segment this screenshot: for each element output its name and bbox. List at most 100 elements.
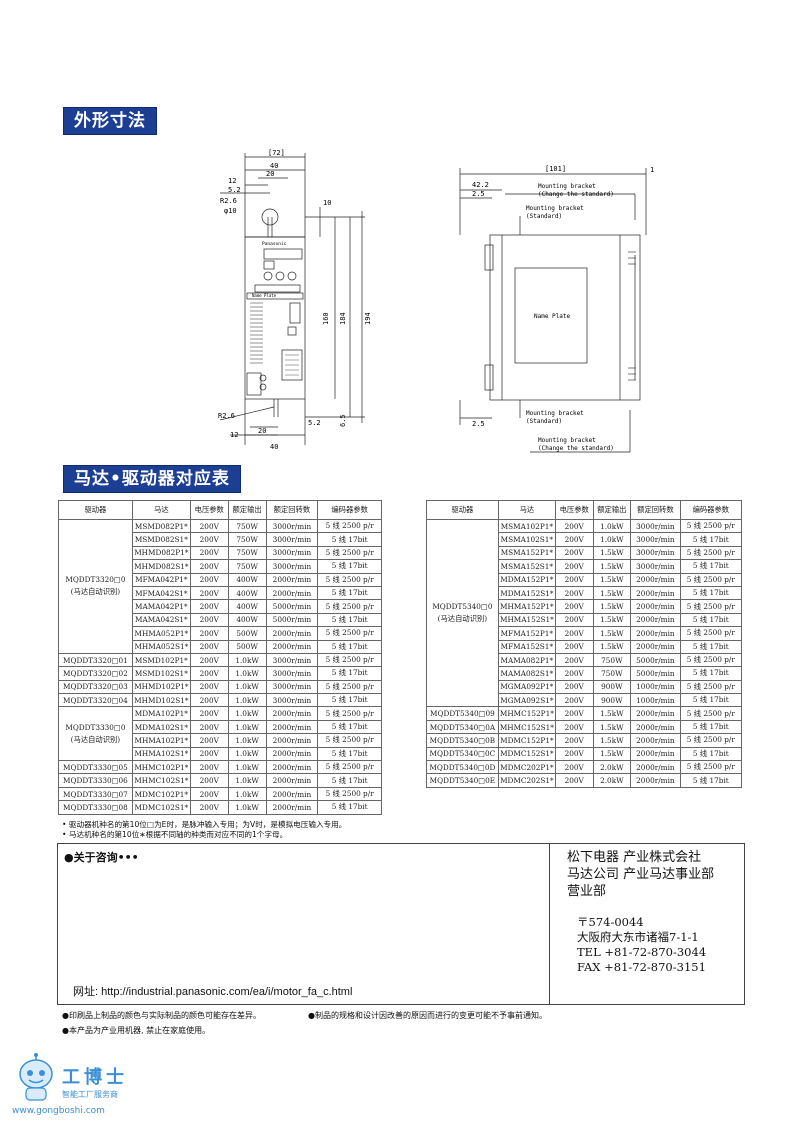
table-cell: 3000r/min: [265, 652, 319, 668]
table-cell: 5 线 17bit: [317, 800, 382, 815]
table-cell: 2.0kW: [592, 773, 632, 788]
table-cell: 5 线 2500 p/r: [679, 760, 743, 775]
table-cell: 200V: [189, 760, 229, 775]
table-cell: MAMA042S1*: [131, 612, 191, 628]
table-cell: 2000r/min: [630, 639, 681, 654]
table-cell: MHMA102S1*: [131, 746, 191, 762]
dim-184: 184: [339, 312, 347, 325]
bracket-top-2: Mounting bracket: [526, 205, 584, 212]
dim-160: 160: [322, 312, 330, 325]
table-cell: 2000r/min: [630, 626, 681, 641]
driver-cell: MQDDT3330□06: [58, 773, 133, 788]
footer-note-1a: ●印刷品上制品的颜色与实际制品的颜色可能存在差异。: [62, 1011, 261, 1020]
table-cell: 5 线 2500 p/r: [679, 733, 743, 748]
table-cell: 400W: [227, 612, 267, 628]
driver-cell: MQDDT5340□0(马达自动识别): [426, 518, 499, 708]
robot-mascot-icon: [19, 1053, 53, 1101]
note-2: • 马达机种名的第10位∗根据不同轴的种类而对应不同的1个字母。: [62, 830, 288, 839]
driver-cell: MQDDT3330□05: [58, 760, 133, 775]
table-cell: 200V: [554, 559, 594, 574]
table-cell: 1.5kW: [592, 626, 632, 641]
table-cell: 900W: [592, 679, 632, 695]
table-cell: 1.5kW: [592, 719, 632, 735]
table-cell: MSMD082P1*: [131, 518, 191, 534]
table-cell: 200V: [554, 652, 594, 668]
dim-12-bottom: 12: [230, 431, 238, 439]
company-line-2: 马达公司 产业马达事业部: [567, 867, 715, 882]
address-line: 大阪府大东市诸福7-1-1: [577, 930, 699, 944]
table-cell: 2000r/min: [265, 760, 319, 775]
table-cell: 5 线 2500 p/r: [679, 545, 743, 561]
watermark-url: www.gongboshi.com: [12, 1106, 105, 1116]
table-cell: MSMD082S1*: [131, 532, 191, 547]
table-cell: 2000r/min: [265, 746, 319, 762]
table-cell: 750W: [227, 532, 267, 547]
watermark-subtitle: 智能工厂服务商: [62, 1090, 118, 1099]
table-cell: 5 线 17bit: [679, 719, 743, 735]
table-cell: 200V: [554, 518, 594, 534]
table-header: 额定回转数: [630, 500, 681, 520]
section-title-compatibility: 马达•驱动器对应表: [63, 465, 241, 493]
driver-cell: MQDDT3320□02: [58, 666, 133, 681]
table-cell: 5 线 17bit: [679, 693, 743, 708]
table-cell: 200V: [554, 626, 594, 641]
table-cell: 5 线 2500 p/r: [679, 572, 743, 587]
table-cell: 5 线 2500 p/r: [317, 572, 382, 587]
table-cell: 1.0kW: [592, 532, 632, 547]
driver-cell: MQDDT3330□07: [58, 786, 133, 802]
table-cell: 200V: [189, 706, 229, 721]
table-cell: 5 线 2500 p/r: [679, 706, 743, 721]
driver-cell: MQDDT3330□08: [58, 800, 133, 815]
driver-cell: MQDDT5340□0D: [426, 760, 499, 775]
table-cell: MHMA052S1*: [131, 639, 191, 654]
table-cell: 1.0kW: [227, 800, 267, 815]
contact-divider: [549, 844, 550, 1004]
footer-note-1b: ●制品的规格和设计因改善的原因而进行的变更可能不予事前通知。: [308, 1011, 547, 1020]
dim-phi10: φ10: [224, 207, 237, 215]
table-header: 电压参数: [554, 500, 594, 520]
table-cell: 5 线 2500 p/r: [317, 706, 382, 721]
table-cell: 1.5kW: [592, 733, 632, 748]
contact-title: ●关于咨询•••: [64, 851, 139, 864]
driver-cell: MQDDT5340□09: [426, 706, 499, 721]
table-cell: MGMA092S1*: [497, 693, 556, 708]
table-cell: 200V: [189, 733, 229, 748]
table-cell: 2000r/min: [630, 760, 681, 775]
table-cell: 200V: [189, 532, 229, 547]
driver-cell: MQDDT3330□0(马达自动识别): [58, 706, 133, 762]
table-cell: 5 线 17bit: [317, 532, 382, 547]
table-cell: 1000r/min: [630, 679, 681, 695]
table-cell: MHMD102S1*: [131, 693, 191, 708]
table-cell: 5 线 2500 p/r: [679, 652, 743, 668]
address-fax: FAX +81-72-870-3151: [577, 960, 706, 974]
table-cell: 5 线 17bit: [679, 612, 743, 628]
driver-cell: MQDDT3320□04: [58, 693, 133, 708]
table-cell: MSMA152S1*: [497, 559, 556, 574]
contact-url[interactable]: 网址: http://industrial.panasonic.com/ea/i…: [73, 986, 353, 998]
table-cell: MSMD102S1*: [131, 666, 191, 681]
table-cell: MDMC152P1*: [497, 733, 556, 748]
table-cell: 2000r/min: [630, 746, 681, 762]
table-cell: 200V: [554, 733, 594, 748]
driver-cell: MQDDT3320□03: [58, 679, 133, 695]
table-cell: 200V: [189, 746, 229, 762]
dim-20-bottom: 20: [258, 427, 266, 435]
table-cell: MHMA052P1*: [131, 626, 191, 641]
table-cell: 200V: [189, 518, 229, 534]
driver-cell: MQDDT5340□0B: [426, 733, 499, 748]
table-cell: 3000r/min: [630, 559, 681, 574]
table-cell: 500W: [227, 639, 267, 654]
table-header: 编码器参数: [679, 500, 743, 520]
table-cell: 5 线 2500 p/r: [317, 626, 382, 641]
